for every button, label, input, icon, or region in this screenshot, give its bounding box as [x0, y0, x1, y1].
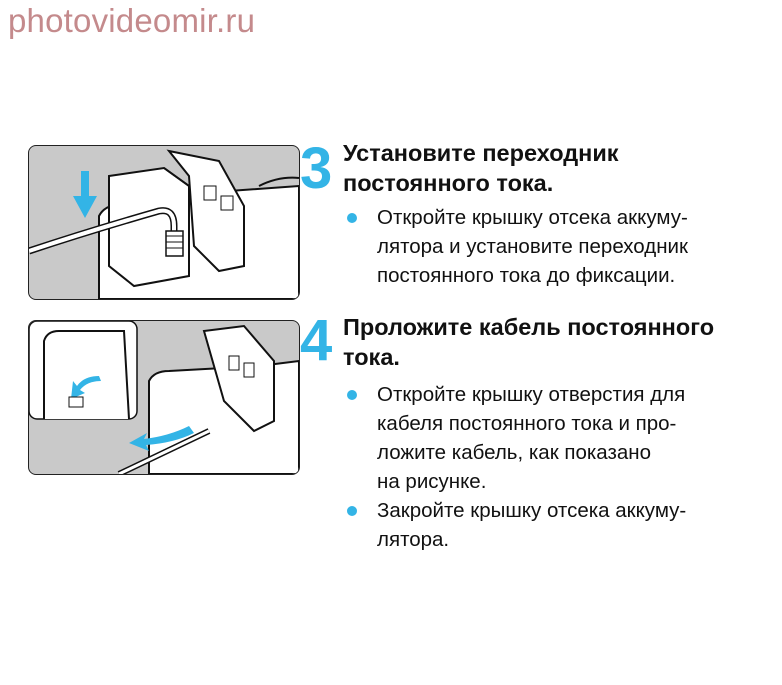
step-4-bullet-2: Закройте крышку отсека аккуму- лятора.: [377, 499, 687, 551]
bullet-icon: [347, 213, 357, 223]
illustration-route-dc-cable: [28, 320, 300, 475]
illustration-insert-dc-coupler: [28, 145, 300, 300]
step-4-bullet-1: Откройте крышку отверстия для кабеля пос…: [377, 383, 686, 493]
step-3-bullet-1: Откройте крышку отсека аккуму- лятора и …: [377, 206, 688, 287]
watermark: photovideomir.ru: [8, 2, 256, 39]
step-number-3: 3: [300, 136, 333, 201]
bullet-icon: [347, 390, 357, 400]
step-3-title: Установите переходник постоянного тока.: [343, 140, 619, 196]
step-number-4: 4: [300, 308, 333, 373]
step-4-title: Проложите кабель постоянного тока.: [343, 314, 715, 370]
bullet-icon: [347, 506, 357, 516]
